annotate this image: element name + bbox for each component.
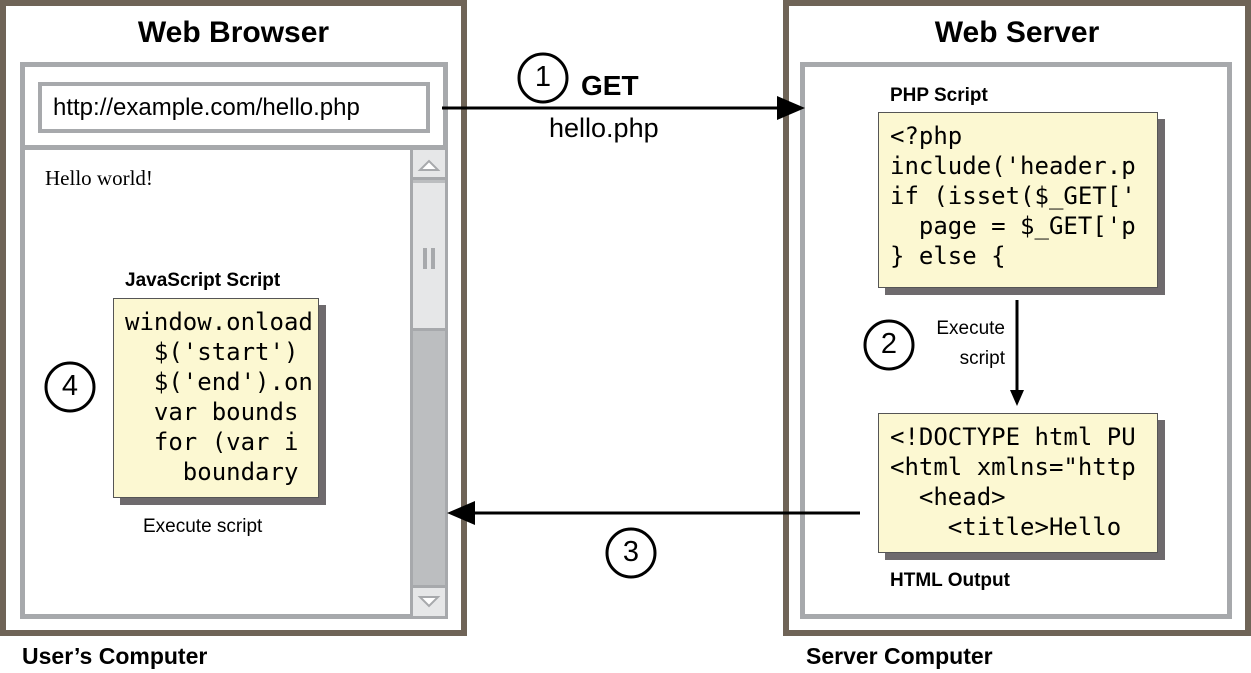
html-output-box: <!DOCTYPE html PU <html xmlns="http <hea… (878, 413, 1158, 553)
grip-icon (431, 248, 435, 269)
code-line: $('start') (125, 338, 299, 366)
code-line: $('end').on (125, 368, 313, 396)
triangle-up-icon (417, 159, 441, 171)
scroll-down-button[interactable] (413, 585, 445, 616)
code-line: <head> (890, 483, 1006, 511)
step-1-circle (517, 52, 569, 104)
code-line: if (isset($_GET[' (890, 182, 1136, 210)
web-server-title: Web Server (934, 16, 1100, 49)
code-line: window.onload (125, 308, 313, 336)
js-code-box: window.onload $('start') $('end').on var… (113, 298, 319, 498)
url-bar[interactable]: http://example.com/hello.php (38, 82, 430, 133)
scroll-up-button[interactable] (413, 150, 445, 180)
triangle-down-icon (417, 596, 441, 608)
server-computer-label: Server Computer (806, 643, 993, 669)
step-3-circle (605, 527, 657, 579)
code-line: <!DOCTYPE html PU (890, 423, 1136, 451)
step-4-circle (44, 361, 96, 413)
php-label: PHP Script (890, 85, 988, 106)
js-label: JavaScript Script (125, 270, 281, 291)
execute-label: script (959, 348, 1005, 369)
get-method-label: GET (581, 70, 639, 101)
users-computer-frame (0, 0, 467, 636)
web-browser-title: Web Browser (137, 16, 330, 49)
page-text: Hello world! (45, 166, 153, 190)
php-code-box: <?php include('header.p if (isset($_GET[… (878, 112, 1158, 288)
response-arrow (447, 501, 860, 525)
js-caption: Execute script (143, 516, 263, 537)
step-2-circle (863, 319, 915, 371)
step-2-number: 2 (880, 328, 898, 360)
url-text: http://example.com/hello.php (53, 94, 360, 121)
code-line: for (var i (125, 428, 299, 456)
request-arrow (442, 96, 805, 120)
grip-icon (423, 248, 427, 269)
step-3-number: 3 (622, 536, 640, 568)
code-line: include('header.p (890, 152, 1136, 180)
toolbar-divider (22, 145, 446, 150)
server-computer-frame (783, 0, 1251, 636)
step-4-number: 4 (61, 370, 79, 402)
request-file-label: hello.php (549, 113, 659, 143)
scrollbar[interactable] (410, 150, 445, 616)
scroll-thumb[interactable] (413, 183, 445, 331)
html-output-label: HTML Output (890, 570, 1010, 591)
users-computer-label: User’s Computer (22, 643, 208, 669)
execute-label: Execute (936, 318, 1005, 339)
code-line: <?php (890, 122, 963, 150)
code-line: <html xmlns="http (890, 453, 1136, 481)
code-line: } else { (890, 242, 1006, 270)
code-line: var bounds (125, 398, 299, 426)
code-line: boundary (125, 458, 299, 486)
code-line: page = $_GET['p (890, 212, 1136, 240)
code-line: <title>Hello (890, 513, 1122, 541)
step-1-number: 1 (534, 61, 552, 93)
execute-arrow (1010, 300, 1024, 406)
